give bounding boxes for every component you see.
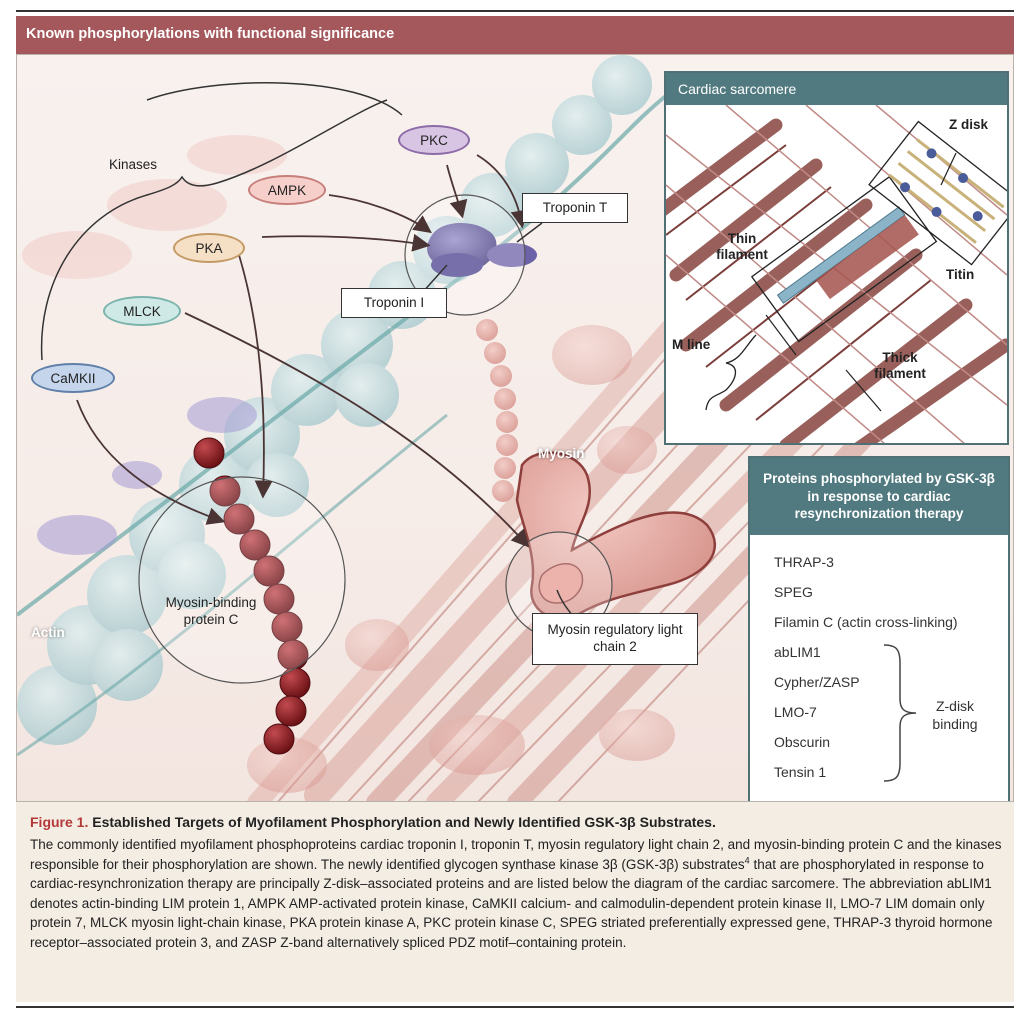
myosin-rlc2-callout: Myosin regulatory light chain 2 <box>532 613 698 665</box>
figure-number: Figure 1. <box>30 814 89 830</box>
protein-item: THRAP-3 <box>774 554 834 570</box>
troponin-highlight-circle <box>404 194 526 316</box>
myosin-head <box>515 451 717 620</box>
caption-title: Established Targets of Myofilament Phosp… <box>92 814 716 830</box>
figure-banner: Known phosphorylations with functional s… <box>16 16 1014 54</box>
protein-item: Obscurin <box>774 734 831 750</box>
caption-title-line: Figure 1. Established Targets of Myofila… <box>30 814 1004 830</box>
bottom-rule <box>16 1006 1014 1008</box>
kinases-bracket <box>40 99 388 361</box>
tropomyosin-bead-chain <box>476 319 518 502</box>
caption-body: The commonly identified myofilament phos… <box>30 835 1004 952</box>
actin-label: Actin <box>31 625 65 640</box>
kinases-label: Kinases <box>109 157 158 172</box>
protein-item: Cypher/ZASP <box>774 674 860 690</box>
caption-body-part2: that are phosphorylated in response to c… <box>30 856 993 950</box>
ampk-kinase: AMPK <box>248 175 326 205</box>
sarcomere-diagram <box>666 105 1007 443</box>
caption-reference: 4 <box>744 855 750 865</box>
protein-item: SPEG <box>774 584 813 600</box>
z-disk-label: Z disk <box>949 117 989 132</box>
zdisk-binding-label: Z-disk binding <box>932 698 978 732</box>
gsk3b-proteins-panel: Proteins phosphorylated by GSK-3β in res… <box>748 456 1010 801</box>
protein-item: abLIM1 <box>774 644 821 660</box>
phosphorylation-arrows <box>76 154 530 548</box>
protein-item: Filamin C (actin cross-linking) <box>774 614 958 630</box>
camkii-kinase: CaMKII <box>31 363 115 393</box>
titin-label: Titin <box>946 267 975 282</box>
proteins-panel-title: Proteins phosphorylated by GSK-3β in res… <box>750 458 1008 535</box>
thin-filament-label: Thin filament <box>716 231 768 263</box>
mlck-kinase: MLCK <box>103 296 181 326</box>
figure-caption: Figure 1. Established Targets of Myofila… <box>16 802 1014 1002</box>
thick-filament-label: Thick filament <box>874 350 926 382</box>
mybpc-highlight-circle <box>138 476 346 684</box>
myosin-label: Myosin <box>538 446 585 461</box>
protein-item: Tensin 1 <box>774 764 827 780</box>
figure-illustration: Kinases PKC AMPK PKA MLCK CaMKII Troponi… <box>16 54 1014 802</box>
pkc-kinase: PKC <box>398 125 470 155</box>
m-line-label: M line <box>672 337 711 352</box>
top-rule <box>16 10 1014 12</box>
inset-title: Cardiac sarcomere <box>666 73 1007 105</box>
troponin-t-callout: Troponin T <box>522 193 628 223</box>
troponin-i-callout: Troponin I <box>341 288 447 318</box>
myosin-binding-protein-c-label: Myosin-binding protein C <box>165 595 257 627</box>
pka-kinase: PKA <box>173 233 245 263</box>
caption-body-part1: The commonly identified myofilament phos… <box>30 837 1002 872</box>
protein-item: LMO-7 <box>774 704 817 720</box>
myosin-binding-protein-c-chain <box>193 437 311 755</box>
myofilament-illustration <box>17 55 878 801</box>
zdisk-brace <box>883 644 917 782</box>
cardiac-sarcomere-inset: Cardiac sarcomere <box>664 71 1009 445</box>
protein-list: THRAP-3 SPEG Filamin C (actin cross-link… <box>774 553 958 793</box>
